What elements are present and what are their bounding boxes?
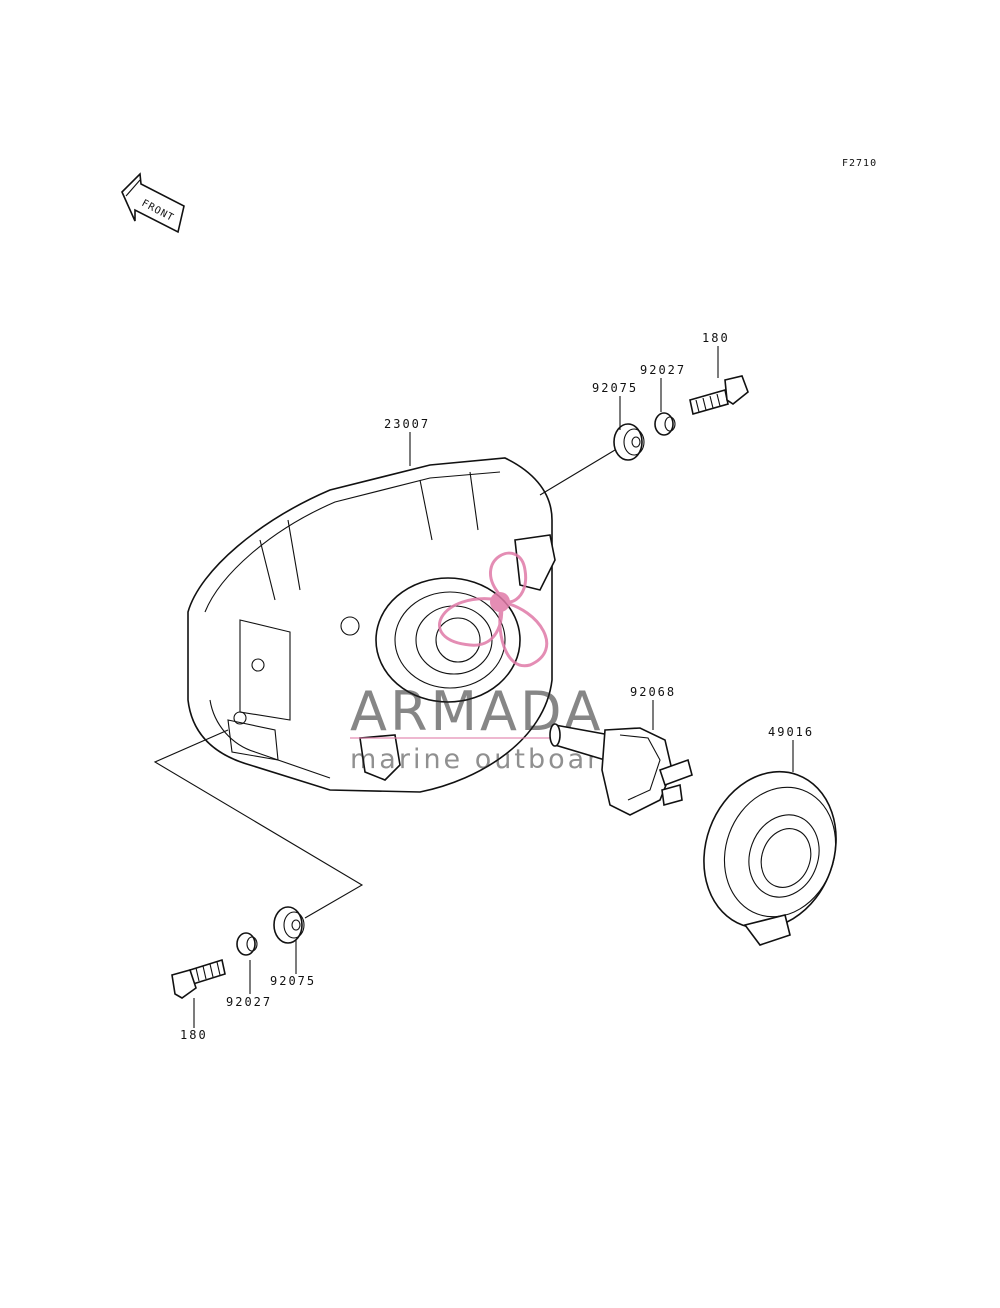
- callout-180-bottom: 180: [180, 1028, 208, 1042]
- bolt-bottom: [171, 958, 226, 999]
- callout-180-top: 180: [702, 331, 730, 345]
- bulb-socket: [703, 770, 837, 946]
- collar-top: [654, 412, 676, 436]
- headlight-housing: [187, 457, 556, 793]
- callout-49016: 49016: [768, 725, 814, 739]
- front-arrow-icon: FRONT: [121, 172, 185, 234]
- callout-92075-top: 92075: [592, 381, 638, 395]
- bolt-top: [689, 375, 749, 416]
- collar-bottom: [236, 932, 258, 956]
- callout-23007: 23007: [384, 417, 430, 431]
- armada-logo-icon: [438, 551, 549, 668]
- grommet-bottom: [273, 906, 305, 944]
- callout-92027-bottom: 92027: [226, 995, 272, 1009]
- figure-code: F2710: [842, 158, 877, 169]
- headlight-bulb: [549, 723, 693, 816]
- leader-lines: [193, 346, 794, 1028]
- callout-92027-top: 92027: [640, 363, 686, 377]
- callout-92075-bottom: 92075: [270, 974, 316, 988]
- grommet-top: [613, 423, 645, 461]
- callout-92068: 92068: [630, 685, 676, 699]
